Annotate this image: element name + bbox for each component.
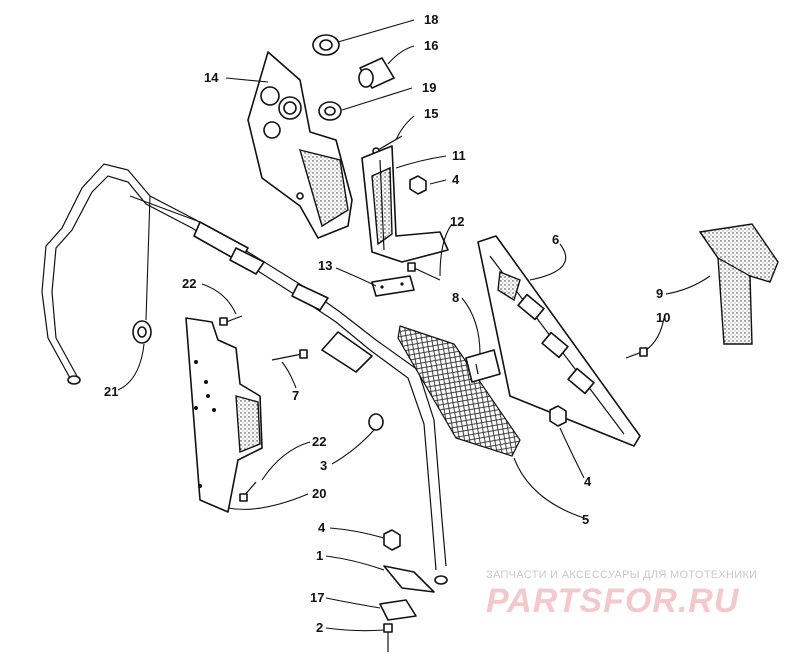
watermark: ЗАПЧАСТИ И АКСЕССУАРЫ ДЛЯ МОТОТЕХНИКИ PA… [486, 569, 757, 620]
watermark-brand: PARTSFOR.RU [486, 582, 740, 620]
mount-tab [321, 331, 373, 373]
panel-bracket [465, 349, 501, 383]
watermark-tagline: ЗАПЧАСТИ И АКСЕССУАРЫ ДЛЯ МОТОТЕХНИКИ [486, 569, 757, 581]
callout-18: 18 [424, 12, 438, 27]
nut [409, 175, 427, 195]
callout-3: 3 [320, 458, 327, 473]
callout-15: 15 [424, 106, 438, 121]
callout-4-lower: 4 [318, 520, 326, 535]
callout-22-upper: 22 [182, 276, 196, 291]
upper-bracket-plate [247, 51, 353, 239]
grommet-small [318, 101, 342, 121]
callout-11: 11 [452, 148, 466, 163]
callout-2: 2 [316, 620, 323, 635]
grommet [312, 34, 340, 56]
leader-lines [117, 19, 711, 632]
mesh-screen [397, 325, 521, 457]
side-panel [477, 235, 641, 447]
nut-3 [368, 413, 384, 431]
foam-pad [698, 223, 779, 345]
callout-10: 10 [656, 310, 670, 325]
callout-labels: 18 16 14 19 15 11 4 12 6 13 22 8 9 10 21… [104, 12, 670, 635]
callout-4-right: 4 [584, 474, 592, 489]
callout-6: 6 [552, 232, 559, 247]
callout-12: 12 [450, 214, 464, 229]
clamp-plate [379, 599, 417, 621]
callout-4-upper: 4 [452, 172, 460, 187]
bushing [358, 57, 395, 89]
tie-rod [129, 195, 201, 223]
callout-21: 21 [104, 384, 118, 399]
callout-20: 20 [312, 486, 326, 501]
bolt [383, 623, 393, 652]
lower-side-plate [185, 317, 263, 513]
nut-lower [383, 529, 401, 551]
callout-9: 9 [656, 286, 663, 301]
callout-1: 1 [316, 548, 323, 563]
callout-7: 7 [292, 388, 299, 403]
tube-end-clamp [383, 565, 435, 593]
callout-14: 14 [204, 70, 219, 85]
bumper-tube [41, 163, 448, 585]
screw-12 [407, 262, 441, 281]
screw-7 [271, 349, 308, 361]
nut-right [549, 405, 567, 427]
screw-upper-22 [219, 315, 243, 326]
callout-16: 16 [424, 38, 438, 53]
screw-lower-22 [239, 481, 257, 502]
callout-13: 13 [318, 258, 332, 273]
callout-17: 17 [310, 590, 324, 605]
callout-22-lower: 22 [312, 434, 326, 449]
mount-bracket [361, 145, 449, 263]
backing-plate [371, 275, 415, 297]
tube-clamp [132, 320, 152, 344]
screw-10 [625, 347, 648, 359]
callout-19: 19 [422, 80, 436, 95]
callout-8: 8 [452, 290, 459, 305]
callout-5: 5 [582, 512, 589, 527]
